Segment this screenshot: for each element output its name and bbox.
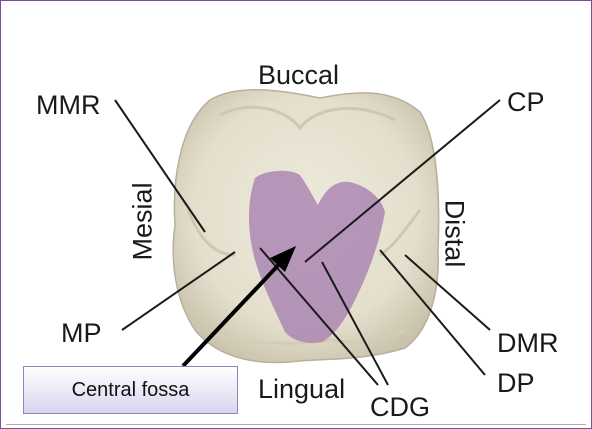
central-fossa-callout: Central fossa <box>23 366 238 414</box>
lingual-label: Lingual <box>258 376 345 403</box>
dp-label: DP <box>497 370 535 397</box>
cdg-label: CDG <box>370 394 430 421</box>
mmr-label: MMR <box>36 92 100 119</box>
distal-label: Distal <box>440 200 467 268</box>
buccal-label: Buccal <box>258 62 339 89</box>
mp-label: MP <box>61 320 102 347</box>
cp-label: CP <box>507 89 545 116</box>
central-fossa-callout-text: Central fossa <box>72 379 190 402</box>
dmr-label: DMR <box>497 330 559 357</box>
mesial-label: Mesial <box>130 182 157 260</box>
